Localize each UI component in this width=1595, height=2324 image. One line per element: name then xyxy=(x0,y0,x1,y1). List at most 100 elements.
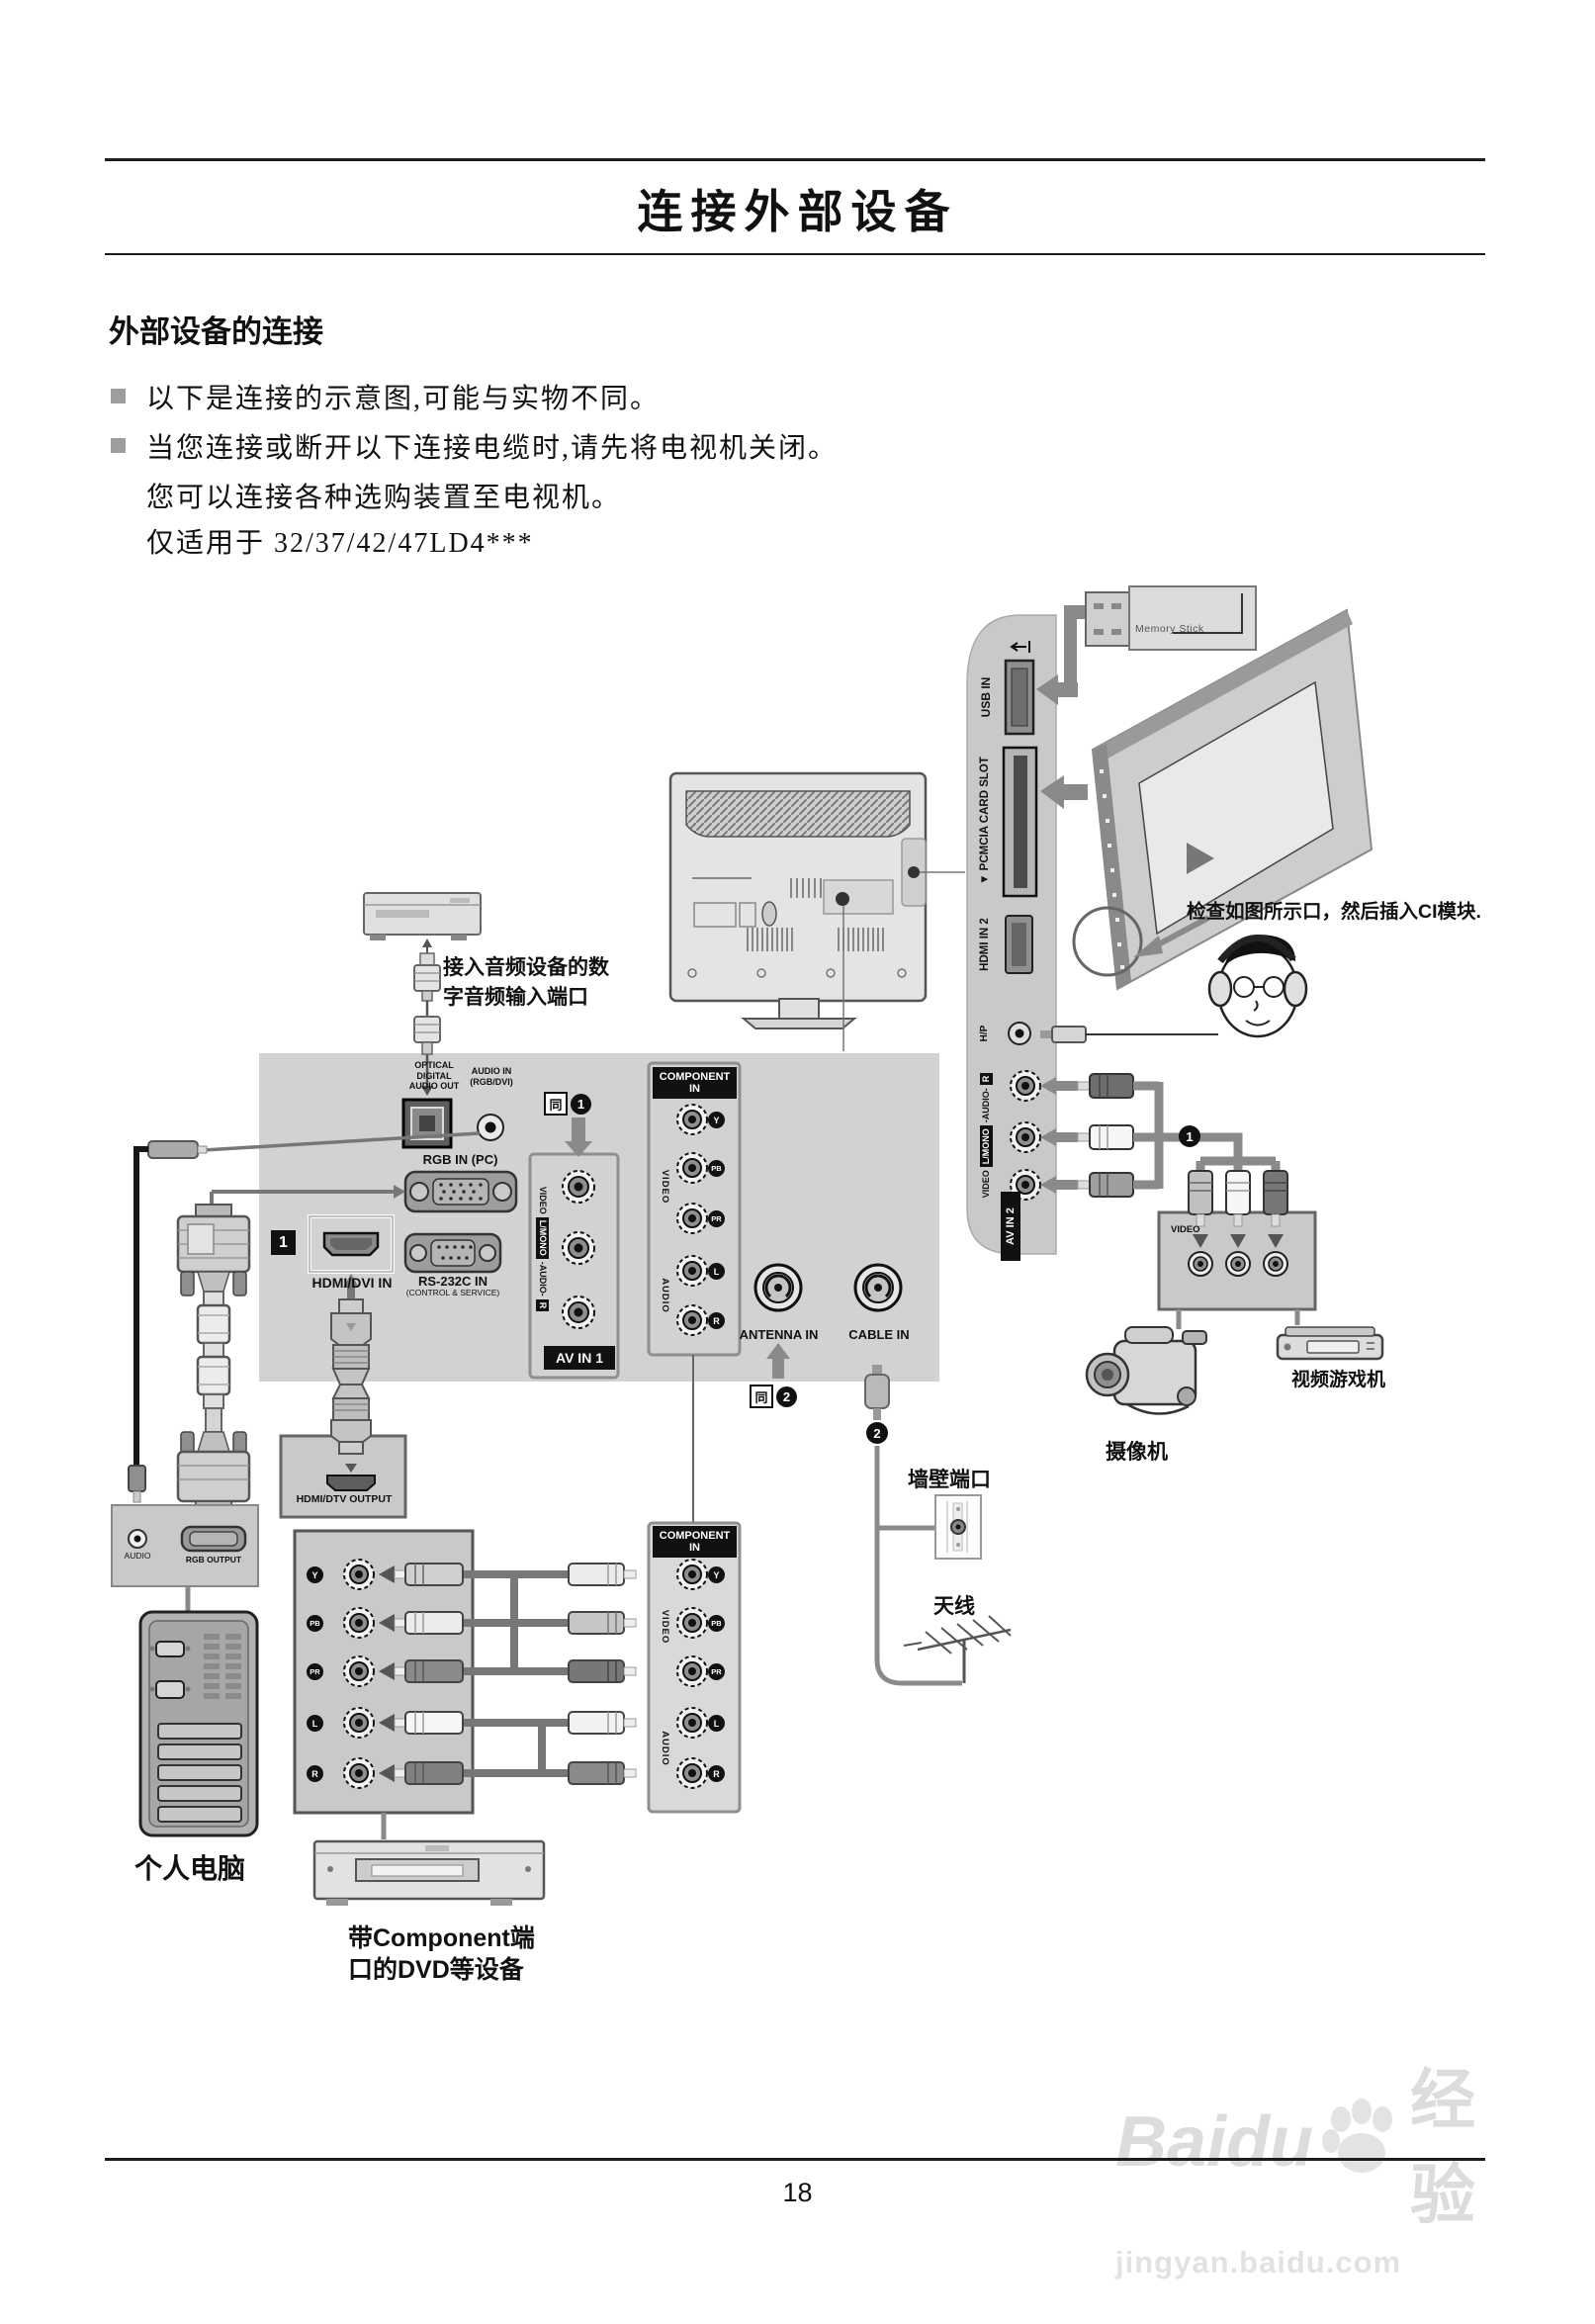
av-in-2-cables xyxy=(1040,1073,1317,1329)
antenna-label: 天线 xyxy=(933,1595,975,1618)
same-char: 同 xyxy=(750,1385,773,1408)
page-number: 18 xyxy=(782,2178,813,2207)
jack-badge-r: R xyxy=(708,1312,725,1329)
audio-label: -AUDIO- xyxy=(538,1261,548,1296)
audio-note-line-1: 接入音频设备的数 xyxy=(443,956,609,979)
body-line-1: 您可以连接各种选购装置至电视机。 xyxy=(146,483,622,513)
wall-outlet-illustration xyxy=(934,1494,982,1560)
jack-badge-pb: PB xyxy=(708,1615,725,1632)
component-in-header-1: COMPONENT IN xyxy=(653,1067,737,1099)
pc-audio-label: AUDIO xyxy=(124,1551,151,1561)
component-in-header-2: COMPONENT IN xyxy=(653,1526,737,1558)
same-char: 同 xyxy=(544,1092,568,1116)
camcorder-illustration xyxy=(1085,1326,1207,1415)
jack-badge-pr: PR xyxy=(708,1663,725,1680)
audio-in-jack xyxy=(477,1114,504,1141)
jack-badge-y: Y xyxy=(708,1112,725,1128)
jack-badge-pb: PB xyxy=(708,1160,725,1177)
antenna-illustration xyxy=(903,1615,1012,1683)
video-label: VIDEO xyxy=(538,1186,548,1214)
memory-stick-label: Memory Stick xyxy=(1135,623,1204,635)
body-line-2: 仅适用于 32/37/42/47LD4*** xyxy=(146,528,534,559)
baidu-brand-text: Baidu xyxy=(1115,2102,1314,2182)
footer-rule xyxy=(105,2158,1485,2161)
antenna-in-jack xyxy=(753,1263,803,1379)
r-label: R xyxy=(536,1298,550,1312)
dvd-badge-r: R xyxy=(307,1765,323,1782)
dvd-badge-pr: PR xyxy=(307,1663,323,1680)
tv-rear-illustration xyxy=(668,771,965,1051)
ci-module-note: 检查如图所示口，然后插入CI模块. xyxy=(1187,901,1481,923)
hdmi-connection-illustration xyxy=(279,1214,407,1519)
game-console-label: 视频游戏机 xyxy=(1291,1370,1386,1390)
game-console-illustration xyxy=(1276,1326,1384,1361)
header-rule-bottom xyxy=(105,253,1485,255)
same-marker-2: 同 2 xyxy=(750,1385,797,1408)
ci-module-illustration xyxy=(1040,608,1373,991)
hdmi-badge-1: 1 xyxy=(271,1230,296,1255)
same-marker-1: 同 1 xyxy=(544,1092,591,1116)
jack-badge-l: L xyxy=(708,1715,725,1732)
jack-badge-l: L xyxy=(708,1263,725,1280)
bullet-text-1: 以下是连接的示意图,可能与实物不同。 xyxy=(146,384,661,414)
pc-audio-cable-illustration xyxy=(128,1131,481,1526)
pc-label: 个人电脑 xyxy=(134,1853,246,1884)
page-title: 连接外部设备 xyxy=(637,186,958,237)
bullet-marker xyxy=(111,389,126,403)
bullet-marker xyxy=(111,438,126,453)
dvd-badge-pb: PB xyxy=(307,1615,323,1632)
main-panel-background xyxy=(259,1053,939,1382)
av-cable-badge-1: 1 xyxy=(1179,1125,1200,1147)
av-in-1-jack-labels: VIDEO L/MONO -AUDIO- R xyxy=(534,1160,552,1338)
dvd-player-illustration xyxy=(312,1839,546,1906)
usb-in-label: USB IN xyxy=(979,676,993,718)
av-in-2-jack-labels: VIDEO L/MONO -AUDIO- R xyxy=(977,1056,995,1214)
cable-badge-2: 2 xyxy=(866,1422,888,1444)
same-number-2: 2 xyxy=(776,1385,797,1407)
wall-port-label: 墙壁端口 xyxy=(908,1469,991,1491)
headphone-label: H/P xyxy=(979,1025,990,1042)
component-video-label-1: VIDEO xyxy=(660,1169,670,1205)
audio-label: -AUDIO- xyxy=(981,1088,991,1123)
dvd-component-panel xyxy=(293,1529,637,1839)
baidu-watermark-url: jingyan.baidu.com xyxy=(1115,2245,1402,2279)
usb-memory-stick-illustration xyxy=(1036,585,1257,705)
dvd-badge-l: L xyxy=(307,1715,323,1732)
baidu-watermark: Baidu 经验 jingyan.baidu.com xyxy=(1115,2047,1531,2280)
audio-in-rgb-dvi-label: AUDIO IN (RGB/DVI) xyxy=(470,1066,513,1087)
optical-port xyxy=(401,1098,453,1149)
header-rule-top xyxy=(105,158,1485,161)
rs232-connector xyxy=(403,1232,502,1274)
jack-badge-pr: PR xyxy=(708,1210,725,1227)
component-audio-label-1: AUDIO xyxy=(660,1278,670,1313)
same-number-1: 1 xyxy=(571,1093,591,1115)
hdmi-dvi-in-label: HDMI/DVI IN xyxy=(311,1275,393,1291)
l-mono-label: L/MONO xyxy=(536,1216,550,1259)
rgb-in-connector xyxy=(403,1170,518,1213)
l-mono-label: L/MONO xyxy=(979,1125,993,1168)
jack-badge-y: Y xyxy=(708,1566,725,1583)
video-label: VIDEO xyxy=(981,1170,991,1199)
dvd-badge-y: Y xyxy=(307,1566,323,1583)
cable-in-label: CABLE IN xyxy=(848,1327,910,1342)
rs232-control-service-label: (CONTROL & SERVICE) xyxy=(405,1288,500,1297)
av-device-video-label: VIDEO xyxy=(1171,1224,1200,1235)
camcorder-label: 摄像机 xyxy=(1106,1441,1168,1464)
headphone-user-illustration xyxy=(1040,935,1308,1043)
jack-badge-r: R xyxy=(708,1765,725,1782)
av-in-1-label: AV IN 1 xyxy=(544,1346,615,1370)
component-video-label-2: VIDEO xyxy=(660,1609,670,1645)
component-audio-label-2: AUDIO xyxy=(660,1731,670,1766)
hdmi-in-2-label: HDMI IN 2 xyxy=(979,918,991,971)
antenna-in-label: ANTENNA IN xyxy=(739,1327,819,1342)
baidu-paw-icon xyxy=(1319,2098,1404,2188)
section-heading: 外部设备的连接 xyxy=(109,314,323,349)
rs232-in-label: RS-232C IN xyxy=(417,1274,488,1289)
dvd-device-label: 带Component端 口的DVD等设备 xyxy=(348,1924,535,1984)
pc-rgb-output-label: RGB OUTPUT xyxy=(185,1555,242,1564)
baidu-brand-cn: 经验 xyxy=(1410,2063,1476,2231)
rgb-in-pc-label: RGB IN (PC) xyxy=(422,1152,498,1167)
av-in-2-label: AV IN 2 xyxy=(1001,1192,1020,1261)
audio-note-line-2: 字音频输入端口 xyxy=(443,986,588,1009)
